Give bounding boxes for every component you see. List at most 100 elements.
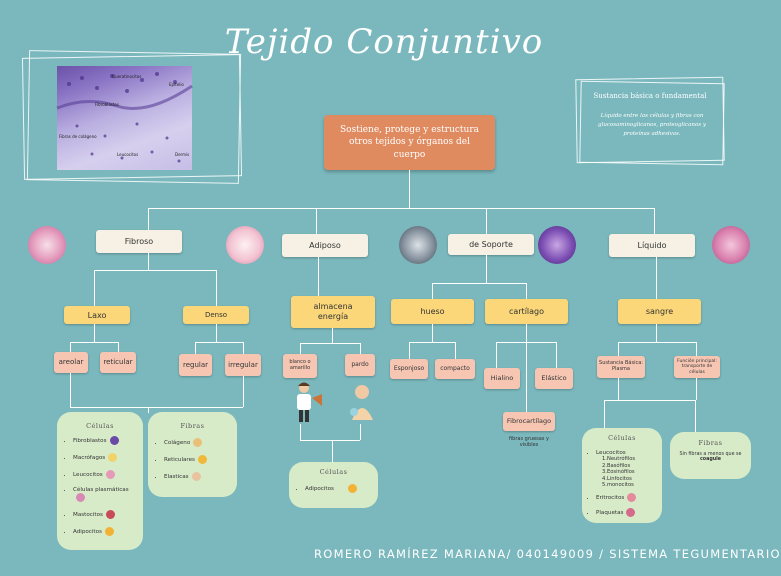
- connector: [300, 424, 301, 440]
- adipocyte-icon: [347, 484, 357, 493]
- connector: [300, 343, 360, 344]
- leucocito-subtype: 2.Basófilos: [602, 462, 631, 469]
- leucocito-subtype: 4.Linfocitos: [602, 475, 632, 482]
- connector: [496, 342, 497, 368]
- connector: [409, 342, 455, 343]
- photo-label: Queratinocitos: [112, 74, 142, 79]
- page-title: Tejido Conjuntivo: [224, 22, 544, 62]
- plasma-cell-icon: [76, 493, 85, 502]
- connector: [654, 208, 655, 234]
- cell-item: Células plasmáticas: [73, 487, 139, 502]
- connector: [332, 440, 333, 462]
- connector: [618, 342, 696, 343]
- photo-label: Fibroblastos: [95, 102, 119, 107]
- hueso-tissue-image: [399, 226, 437, 264]
- photo-label: Epitelio: [169, 82, 184, 87]
- sangre-funcion: Función principal: transporte de células: [674, 356, 720, 378]
- connector: [432, 283, 526, 284]
- cell-item: Mastocitos: [73, 510, 139, 519]
- elastic-fiber-icon: [191, 472, 201, 481]
- connector: [94, 270, 95, 306]
- connector: [94, 324, 95, 342]
- connector: [316, 208, 317, 234]
- fibroblast-icon: [109, 436, 119, 445]
- fibroso-cells-panel: Células Fibroblastos Macrófagos Leucocit…: [57, 412, 143, 550]
- connector: [148, 208, 149, 230]
- histology-photo: Queratinocitos Fibroblastos Fibras de co…: [56, 66, 193, 170]
- cartilago-elastico: Elástico: [535, 368, 573, 389]
- adiposo-cells-panel: Células Adipocitos: [289, 462, 378, 508]
- doctor-illustration-icon: [297, 382, 322, 422]
- fibroso-denso: Denso: [183, 306, 249, 324]
- fibroso-cells-title: Células: [86, 422, 114, 430]
- leucocito-subtype: 3.Eosinófilos: [602, 469, 635, 475]
- connector: [486, 255, 487, 283]
- connector: [556, 342, 557, 368]
- connector: [360, 424, 361, 440]
- sangre-sustancia: Sustancia Básica: Plasma: [597, 356, 645, 378]
- photo-label: Leucocitos: [117, 152, 139, 157]
- laxo-areolar: areolar: [54, 352, 88, 373]
- denso-regular: regular: [179, 354, 212, 376]
- connector: [618, 342, 619, 356]
- connector: [70, 373, 71, 407]
- cell-item: Fibroblastos: [73, 436, 139, 445]
- connector: [94, 270, 216, 271]
- adipocyte-icon: [104, 527, 114, 536]
- connector: [432, 283, 433, 299]
- leukocyte-icon: [105, 470, 115, 479]
- fiber-item: Colágeno: [164, 438, 233, 447]
- cell-item: Leucocitos: [596, 450, 660, 456]
- cell-item: Leucocitos: [73, 470, 139, 479]
- fibrocartilago-note: fibras gruesas y visibles: [509, 436, 549, 448]
- fibroso-fibers-panel: Fibras Colágeno Reticulares Elasticas: [148, 412, 237, 497]
- fiber-item: Reticulares: [164, 455, 233, 464]
- cartilago-fibrocartilago: Fibrocartílago: [503, 412, 555, 431]
- reticular-fiber-icon: [197, 455, 207, 464]
- connector: [696, 378, 697, 400]
- connector: [195, 342, 196, 354]
- hueso-compacto: compacto: [435, 359, 475, 379]
- connector: [695, 400, 696, 432]
- central-definition-box: Sostiene, protege y estructura otros tej…: [324, 115, 495, 170]
- connector: [526, 342, 527, 412]
- connector: [604, 400, 605, 428]
- liquido-sangre: sangre: [618, 299, 701, 324]
- connector: [148, 253, 149, 270]
- connector: [409, 170, 410, 209]
- photo-label: Dermis: [175, 152, 190, 157]
- liquido-fibers-text: Sin fibras a menos que se coagule: [679, 452, 742, 462]
- connector: [604, 400, 696, 401]
- adiposo-tissue-image: [226, 226, 264, 264]
- connector: [526, 324, 527, 342]
- liquido-cells-title: Células: [608, 434, 636, 442]
- cartilago-tissue-image: [538, 226, 576, 264]
- connector: [409, 342, 410, 359]
- connector: [332, 328, 333, 343]
- collagen-icon: [193, 438, 203, 447]
- connector: [486, 208, 487, 234]
- cell-item: Adipocitos: [305, 484, 374, 493]
- connector: [243, 342, 244, 354]
- connector: [70, 342, 71, 352]
- soporte-cartilago: cartílago: [485, 299, 568, 324]
- type-fibroso: Fibroso: [96, 230, 182, 253]
- mast-cell-icon: [105, 510, 115, 519]
- connector: [70, 407, 243, 408]
- connector: [118, 342, 119, 352]
- erythrocyte-icon: [627, 492, 637, 502]
- liquido-fibers-panel: Fibras Sin fibras a menos que se coagule: [670, 432, 751, 479]
- sustancia-title: Sustancia básica o fundamental: [593, 92, 707, 100]
- author-footer: ROMERO RAMÍREZ MARIANA/ 040149009 / SIST…: [314, 547, 781, 561]
- fiber-item: Elasticas: [164, 472, 233, 481]
- adiposo-pardo: pardo: [345, 354, 375, 376]
- connector: [455, 342, 456, 359]
- connector: [618, 378, 619, 400]
- cell-item: Adipocitos: [73, 527, 139, 536]
- connector: [195, 342, 243, 343]
- cell-item: Plaquetas: [596, 507, 660, 517]
- photo-label: Fibras de colágeno: [59, 134, 97, 139]
- connector: [300, 440, 360, 441]
- macrophage-icon: [108, 453, 118, 462]
